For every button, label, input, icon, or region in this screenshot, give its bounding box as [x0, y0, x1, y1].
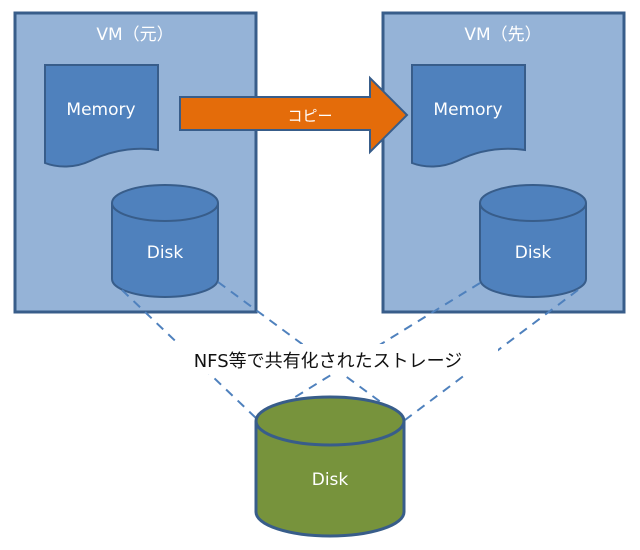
shared-disk-top	[254, 395, 406, 447]
target-vm-title: VM（先）	[464, 25, 541, 45]
target-disk-top	[479, 184, 587, 222]
target-memory-label: Memory	[433, 100, 502, 120]
target-disk-body	[479, 203, 587, 298]
source-disk-top	[111, 184, 219, 222]
caption-background	[158, 344, 498, 374]
dashed-line-target-right	[404, 289, 579, 421]
shared-storage-caption-group: NFS等で共有化されたストレージ	[158, 344, 498, 374]
target-vm: VM（先） Memory Disk	[381, 11, 626, 314]
target-disk-label: Disk	[515, 243, 552, 263]
source-disk-body	[111, 203, 219, 298]
shared-disk-body	[254, 421, 406, 538]
target-memory: Memory	[411, 64, 526, 168]
source-vm-title: VM（元）	[96, 25, 173, 45]
source-vm: VM（元） Memory Disk	[13, 11, 258, 314]
source-memory-shape	[44, 64, 159, 168]
source-disk: Disk	[111, 184, 219, 298]
copy-arrow-label: コピー	[287, 107, 332, 125]
copy-arrow: コピー	[179, 75, 409, 155]
target-memory-shape	[411, 64, 526, 168]
source-memory: Memory	[44, 64, 159, 168]
copy-arrow-shape	[179, 75, 409, 155]
source-memory-label: Memory	[66, 100, 135, 120]
shared-disk-label: Disk	[312, 470, 349, 490]
shared-disk: Disk	[254, 395, 406, 538]
source-disk-label: Disk	[147, 243, 184, 263]
target-disk: Disk	[479, 184, 587, 298]
shared-storage-caption: NFS等で共有化されたストレージ	[194, 351, 463, 372]
